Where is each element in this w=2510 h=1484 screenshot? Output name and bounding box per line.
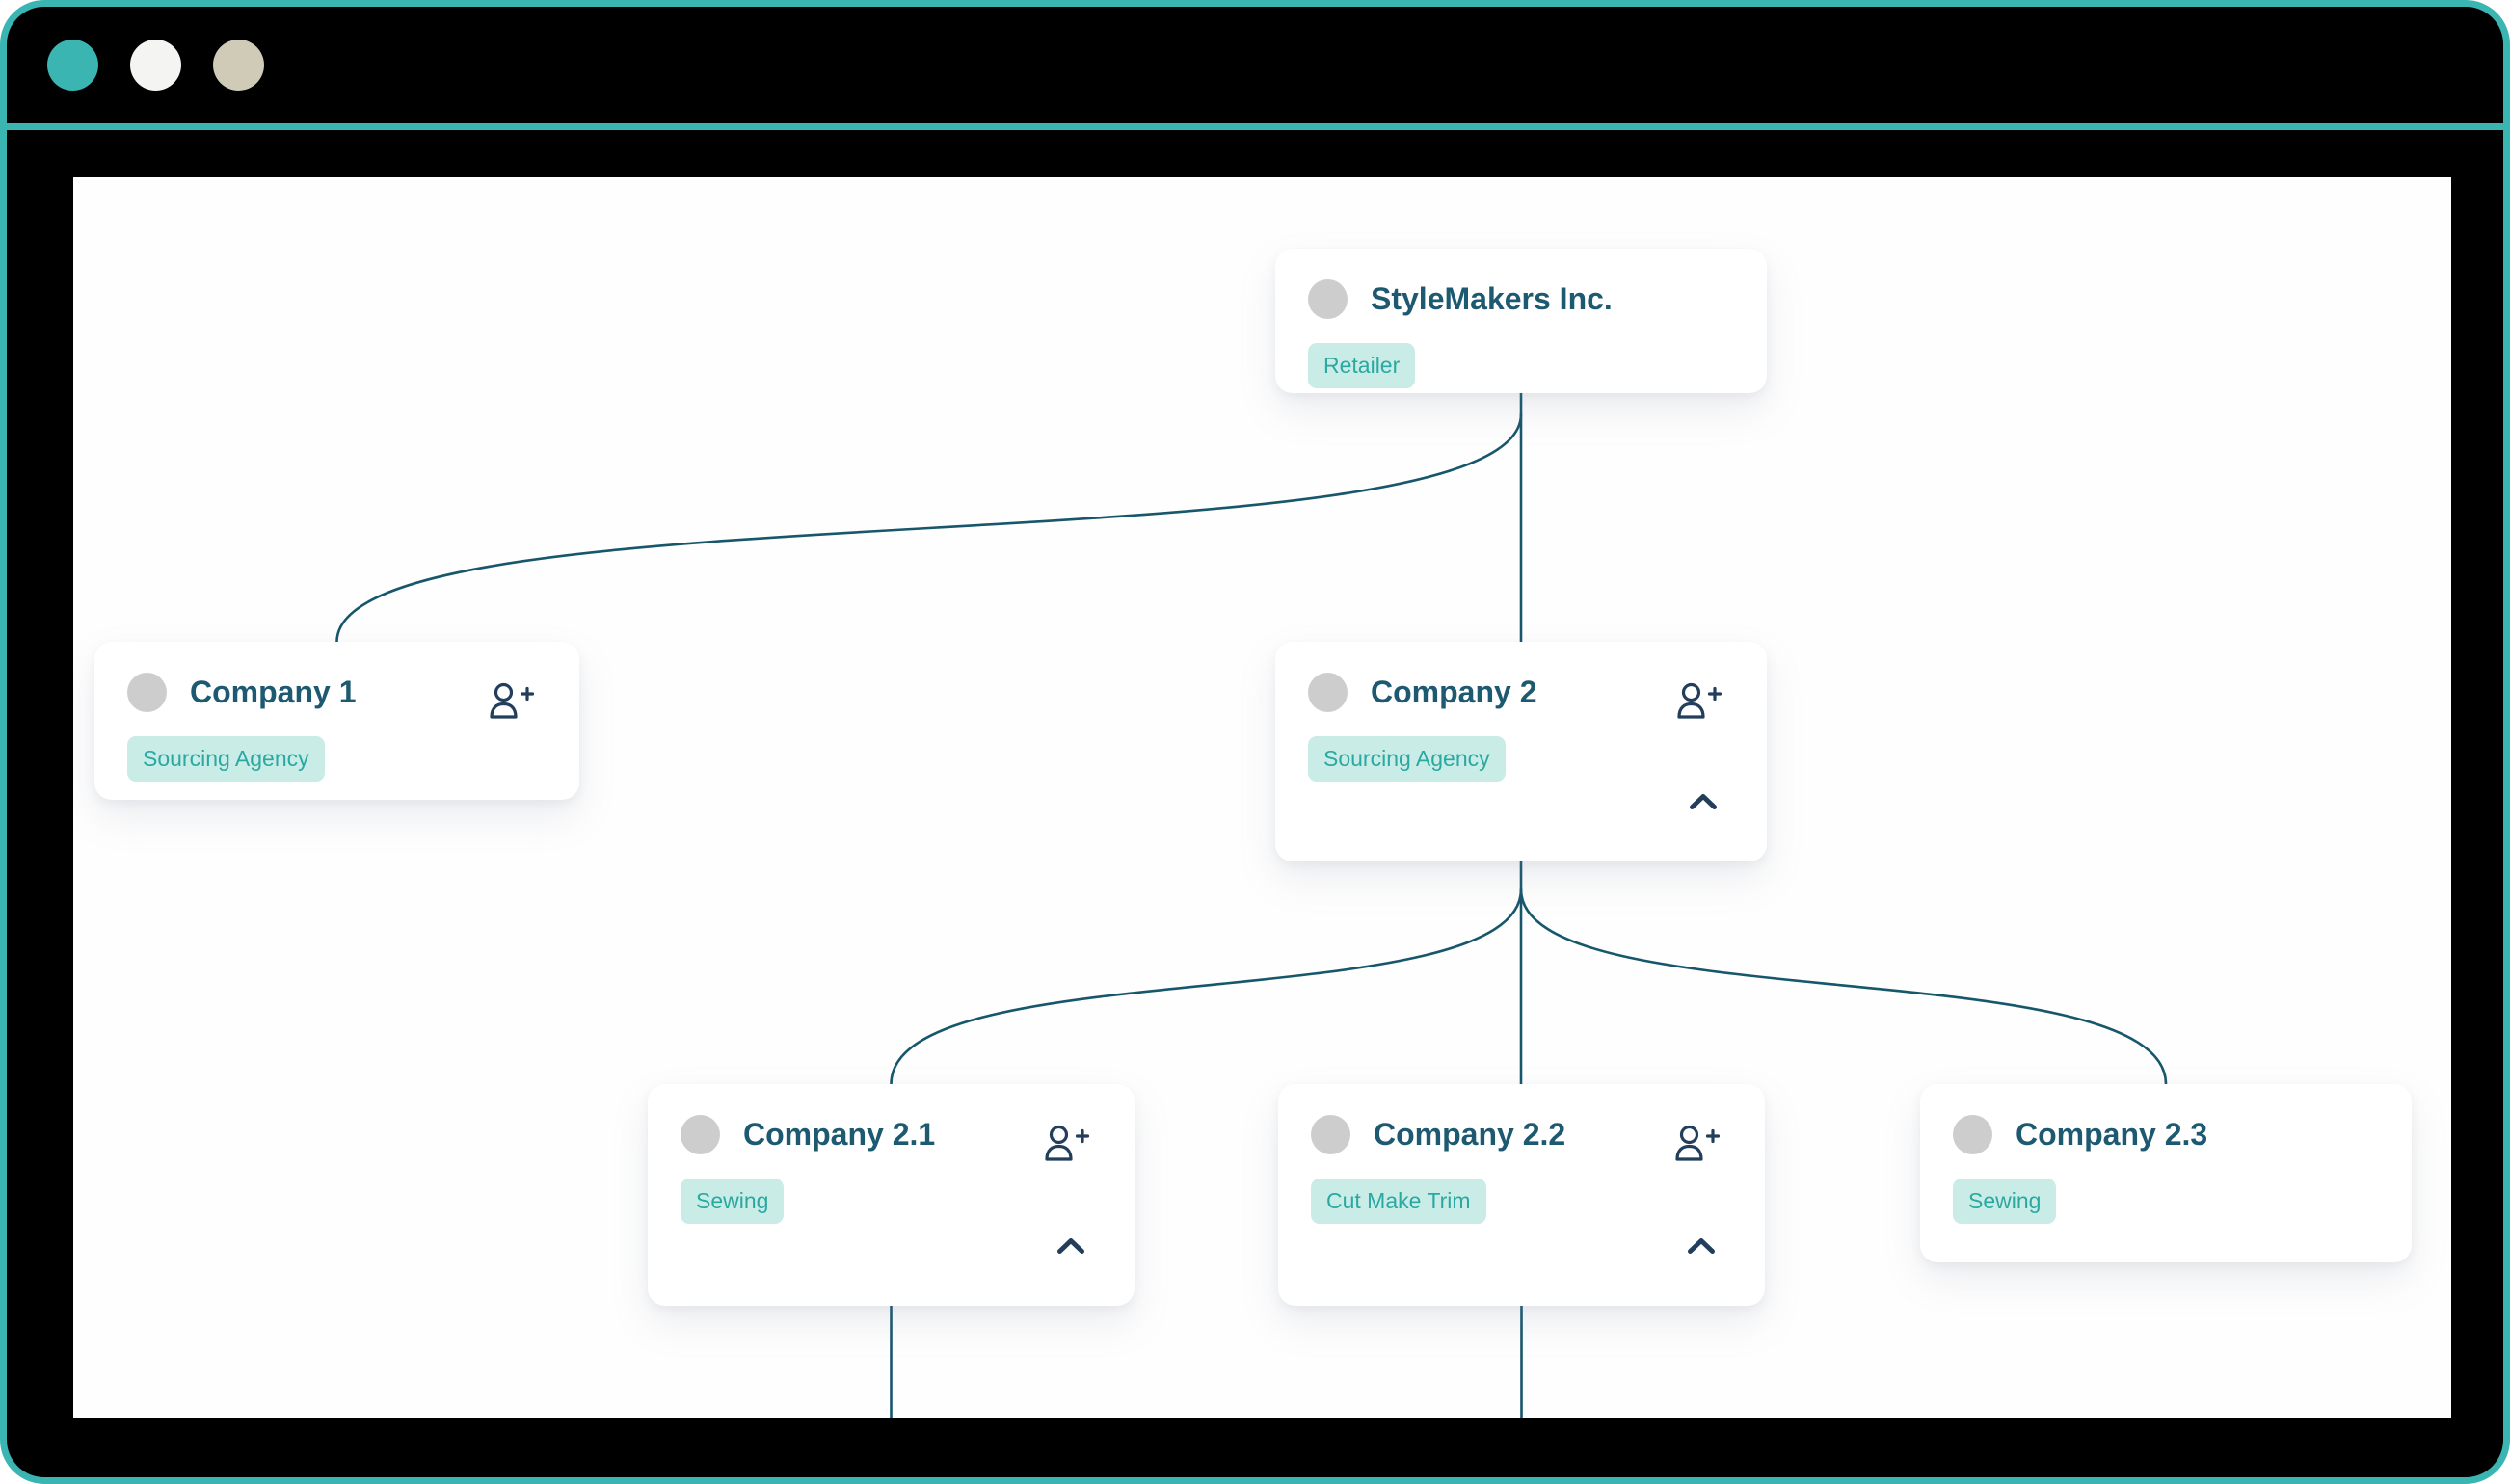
traffic-light-teal-dot[interactable] [47, 40, 98, 91]
user-plus-icon[interactable] [1676, 682, 1722, 721]
chevron-up-icon[interactable] [1057, 1238, 1084, 1254]
company-avatar [1308, 279, 1348, 319]
org-chart-canvas[interactable]: StyleMakers Inc. Retailer Company 1 Sour… [73, 177, 2451, 1418]
company-name: Company 2.1 [743, 1117, 936, 1152]
company-name: Company 1 [190, 675, 357, 709]
connector-to-company-1 [335, 412, 1523, 644]
org-node-company-2-2[interactable]: Company 2.2 Cut Make Trim [1278, 1084, 1765, 1306]
company-type-badge: Sourcing Agency [127, 736, 325, 782]
user-plus-icon[interactable] [489, 682, 535, 721]
company-type-badge: Sewing [681, 1179, 785, 1224]
company-name: Company 2.3 [2016, 1117, 2208, 1152]
company-name: Company 2.2 [1374, 1117, 1566, 1152]
user-plus-icon[interactable] [1044, 1125, 1090, 1163]
org-node-company-2-3[interactable]: Company 2.3 Sewing [1920, 1084, 2412, 1262]
org-node-company-2[interactable]: Company 2 Sourcing Agency [1275, 642, 1767, 861]
company-avatar [1311, 1115, 1350, 1154]
org-node-company-2-1[interactable]: Company 2.1 Sewing [648, 1084, 1135, 1306]
node-head: Company 2.3 [1953, 1115, 2379, 1154]
chevron-up-icon[interactable] [1690, 794, 1717, 809]
window-titlebar [7, 7, 2503, 123]
chevron-up-icon[interactable] [1688, 1238, 1715, 1254]
company-avatar [1308, 673, 1348, 712]
node-head: Company 2.1 [681, 1115, 1102, 1154]
company-type-badge: Sourcing Agency [1308, 736, 1506, 782]
company-type-badge: Cut Make Trim [1311, 1179, 1486, 1224]
node-head: Company 2 [1308, 673, 1734, 712]
node-head: Company 2.2 [1311, 1115, 1732, 1154]
company-type-badge: Retailer [1308, 343, 1416, 388]
node-head: StyleMakers Inc. [1308, 279, 1734, 319]
connector-to-company-2-1 [890, 888, 1523, 1086]
traffic-light-beige-dot[interactable] [213, 40, 264, 91]
connector-to-company-2-3 [1519, 888, 2168, 1086]
titlebar-divider [7, 123, 2503, 130]
traffic-light-white-dot[interactable] [130, 40, 181, 91]
org-node-stylemakers[interactable]: StyleMakers Inc. Retailer [1275, 249, 1767, 393]
connector-lines [335, 391, 2168, 1418]
company-avatar [127, 673, 167, 712]
company-avatar [681, 1115, 720, 1154]
node-head: Company 1 [127, 673, 547, 712]
company-name: Company 2 [1371, 675, 1537, 709]
org-node-company-1[interactable]: Company 1 Sourcing Agency [94, 642, 579, 800]
company-avatar [1953, 1115, 1992, 1154]
company-name: StyleMakers Inc. [1371, 281, 1613, 316]
company-type-badge: Sewing [1953, 1179, 2057, 1224]
user-plus-icon[interactable] [1674, 1125, 1721, 1163]
